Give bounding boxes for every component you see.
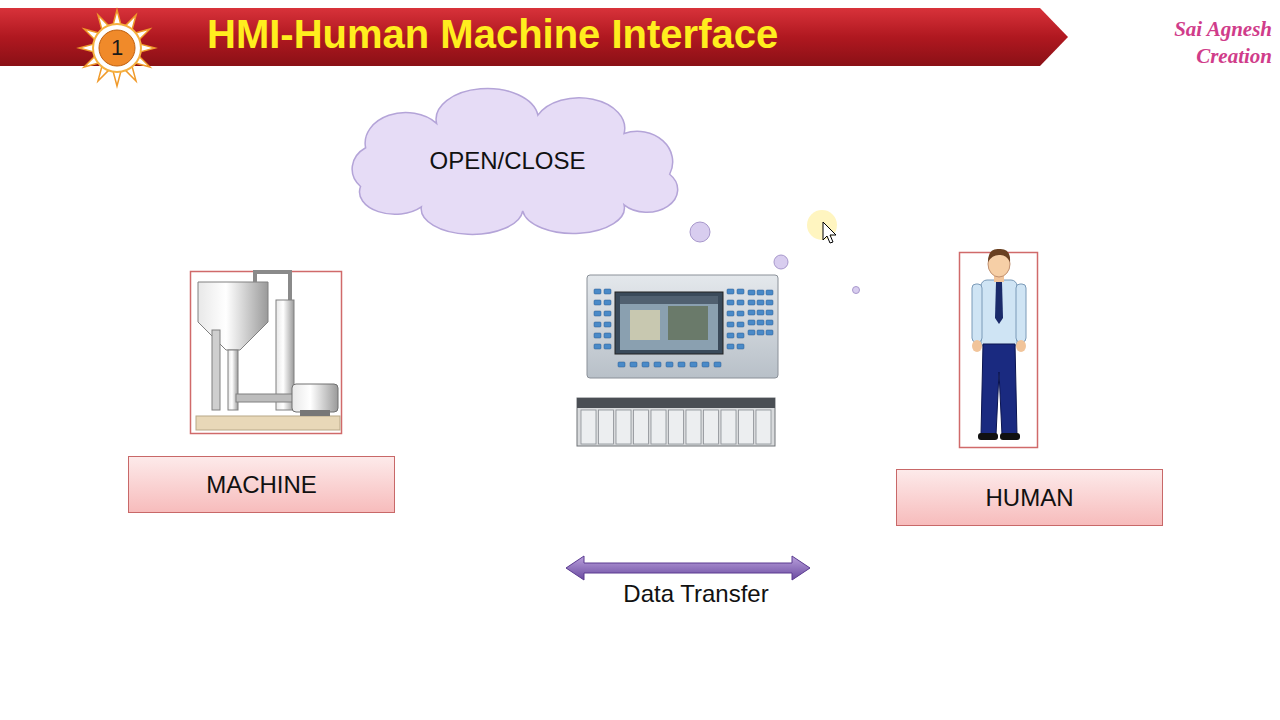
hmi-key — [727, 322, 734, 327]
hmi-key — [748, 290, 755, 295]
hmi-key — [757, 290, 764, 295]
plc-module — [634, 410, 649, 444]
hmi-key — [766, 310, 773, 315]
thought-bubble — [690, 222, 710, 242]
hmi-key — [604, 300, 611, 305]
sun-badge — [79, 10, 155, 86]
machine-picture — [191, 272, 342, 434]
node-text: OPEN/CLOSE — [429, 147, 585, 175]
plc-module — [669, 410, 684, 444]
thought-bubble — [853, 287, 860, 294]
hmi-key — [594, 311, 601, 316]
hmi-key — [727, 300, 734, 305]
hmi-key — [748, 330, 755, 335]
hmi-key — [604, 311, 611, 316]
hmi-key — [594, 300, 601, 305]
plc-module — [581, 410, 596, 444]
hmi-key — [757, 300, 764, 305]
hmi-key — [618, 362, 625, 367]
mouse-cursor — [823, 222, 836, 243]
hmi-key — [737, 300, 744, 305]
plc-module — [704, 410, 719, 444]
hmi-key — [594, 333, 601, 338]
hmi-keys — [594, 289, 773, 367]
slide-title: HMI-Human Machine Interface — [207, 12, 778, 57]
hmi-key — [678, 362, 685, 367]
hmi-key — [766, 290, 773, 295]
plc-rack — [577, 398, 775, 446]
hmi-key — [766, 320, 773, 325]
watermark: Sai Agnesh Creation — [1122, 16, 1272, 70]
hmi-key — [604, 344, 611, 349]
hmi-key — [727, 289, 734, 294]
hmi-key — [654, 362, 661, 367]
hmi-key — [727, 344, 734, 349]
hmi-key — [737, 333, 744, 338]
hmi-key — [727, 311, 734, 316]
hmi-key — [604, 333, 611, 338]
hmi-key — [642, 362, 649, 367]
plc-module — [739, 410, 754, 444]
machine-box: MACHINE — [128, 456, 395, 513]
hmi-key — [757, 320, 764, 325]
hmi-key — [748, 300, 755, 305]
hmi-key — [766, 300, 773, 305]
node-text: HUMAN — [986, 484, 1074, 512]
cloud-shape — [352, 88, 678, 234]
hmi-key — [737, 289, 744, 294]
slide-number: 1 — [111, 35, 123, 61]
hmi-key — [630, 362, 637, 367]
plc-module — [599, 410, 614, 444]
node-text: MACHINE — [206, 471, 317, 499]
hmi-key — [594, 289, 601, 294]
hmi-key — [714, 362, 721, 367]
human-box: HUMAN — [896, 469, 1163, 526]
hmi-key — [690, 362, 697, 367]
hmi-key — [766, 330, 773, 335]
plc-module — [756, 410, 771, 444]
plc-module — [616, 410, 631, 444]
hmi-key — [737, 322, 744, 327]
hmi-key — [737, 311, 744, 316]
double-arrow — [566, 556, 810, 580]
human-picture — [960, 249, 1038, 448]
hmi-key — [594, 322, 601, 327]
hmi-key — [748, 310, 755, 315]
sun-disc — [99, 30, 135, 66]
hmi-key — [737, 344, 744, 349]
hmi-key — [757, 330, 764, 335]
plc-module — [686, 410, 701, 444]
thought-bubble — [774, 255, 788, 269]
title-banner — [0, 8, 1068, 66]
hmi-key — [727, 333, 734, 338]
hmi-key — [757, 310, 764, 315]
hmi-key — [604, 322, 611, 327]
thought-cloud: OPEN/CLOSE — [320, 105, 695, 217]
plc-modules — [581, 410, 771, 444]
plc-module — [651, 410, 666, 444]
plc-module — [721, 410, 736, 444]
arrow-label: Data Transfer — [623, 580, 768, 608]
hmi-key — [748, 320, 755, 325]
hmi-panel — [587, 275, 778, 378]
sun-ring — [93, 24, 141, 72]
hmi-key — [594, 344, 601, 349]
hmi-key — [666, 362, 673, 367]
hmi-key — [702, 362, 709, 367]
hmi-key — [604, 289, 611, 294]
